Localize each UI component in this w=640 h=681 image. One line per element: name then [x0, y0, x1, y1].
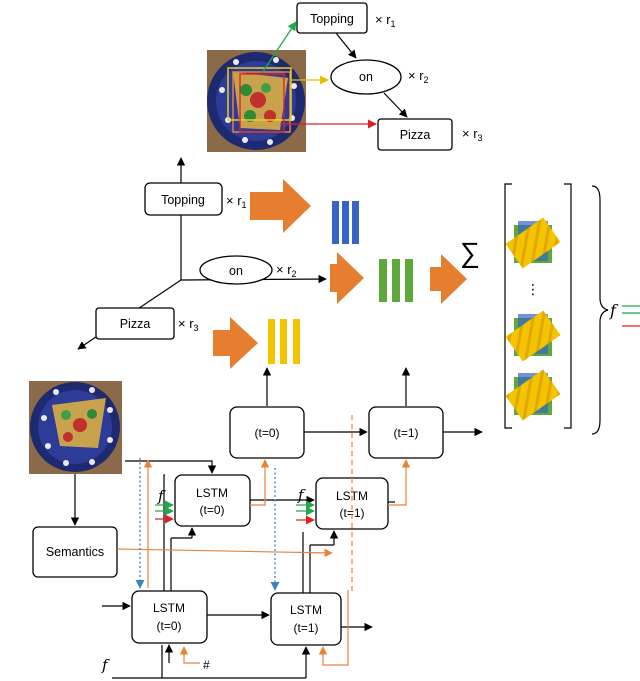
- lstm-mid-t0-line2: (t=0): [199, 503, 224, 517]
- semantics-box: Semantics: [32, 526, 118, 578]
- lstm-bot-t0: LSTM (t=0): [131, 590, 208, 644]
- top-r1-label: × r1: [375, 12, 396, 29]
- top-r2-label: × r2: [408, 68, 429, 85]
- mid-on-label: on: [229, 264, 243, 278]
- lstm-mid-t0: LSTM (t=0): [174, 474, 251, 527]
- ellipsis-dots: ⋮: [526, 281, 540, 297]
- blue-dotted-connections: [135, 458, 280, 591]
- mid-topping-label: Topping: [161, 193, 205, 207]
- lstm-mid-t1-line2: (t=1): [339, 506, 364, 520]
- feature-cube-3: [505, 369, 561, 421]
- lstm-connections: [102, 367, 483, 679]
- lstm-mid-t1: LSTM (t=1): [315, 477, 389, 530]
- edge-on-pizza: [383, 92, 408, 118]
- f-label-bottom: f: [101, 656, 110, 674]
- top-topping-node: Topping: [296, 2, 368, 34]
- top-on-label: on: [359, 70, 373, 84]
- top-t0-label: (t=0): [254, 426, 279, 440]
- feature-cube-1: [505, 217, 561, 269]
- top-on-node: on: [330, 59, 402, 95]
- curly-brace: [591, 185, 609, 435]
- embedding-blue: [332, 201, 359, 244]
- f-label-lstm-mid1: f: [297, 486, 306, 504]
- bottom-pizza-photo: [29, 381, 122, 474]
- top-t1-label: (t=1): [393, 426, 418, 440]
- mid-pizza-label: Pizza: [120, 317, 151, 331]
- block-arrow-pizza: [213, 317, 258, 369]
- embedding-yellow: [268, 319, 300, 364]
- lstm-bot-t1-line2: (t=1): [293, 621, 318, 635]
- lstm-bot-t0-line2: (t=0): [156, 619, 181, 633]
- lstm-bot-t1: LSTM (t=1): [270, 592, 342, 646]
- top-pizza-node: Pizza: [377, 118, 453, 151]
- f-label-right: f: [609, 301, 619, 320]
- orange-connections: [116, 415, 411, 666]
- lstm-bot-t0-line1: LSTM: [153, 601, 185, 615]
- f-label-lstm-mid0: f: [157, 487, 166, 505]
- block-arrow-topping: [250, 179, 311, 233]
- hash-label: #: [203, 658, 210, 672]
- mid-r1-label: × r1: [226, 193, 247, 210]
- embedding-green: [379, 259, 413, 302]
- top-t0-box: (t=0): [229, 406, 305, 459]
- block-arrow-sum: [430, 254, 467, 304]
- matrix-right-bracket: [564, 183, 572, 429]
- mid-r2-label: × r2: [276, 262, 297, 279]
- sum-symbol: ∑: [460, 237, 480, 268]
- top-pizza-label: Pizza: [400, 128, 431, 142]
- top-t1-box: (t=1): [368, 406, 444, 459]
- top-pizza-photo: [207, 50, 306, 152]
- mid-on-node: on: [199, 255, 273, 285]
- top-r3-label: × r3: [462, 126, 483, 143]
- top-topping-label: Topping: [310, 12, 354, 26]
- matrix-left-bracket: [504, 183, 512, 429]
- mid-pizza-node: Pizza: [95, 307, 175, 340]
- semantics-label: Semantics: [46, 545, 104, 559]
- mid-r3-label: × r3: [178, 316, 199, 333]
- lstm-bot-t1-line1: LSTM: [290, 603, 322, 617]
- mid-topping-node: Topping: [144, 182, 223, 216]
- feature-cube-2: [505, 310, 561, 362]
- edge-topping-on: [335, 32, 357, 59]
- edge-photo-topping: [261, 21, 297, 74]
- block-arrow-on: [330, 252, 364, 304]
- lstm-mid-t0-line1: LSTM: [196, 486, 228, 500]
